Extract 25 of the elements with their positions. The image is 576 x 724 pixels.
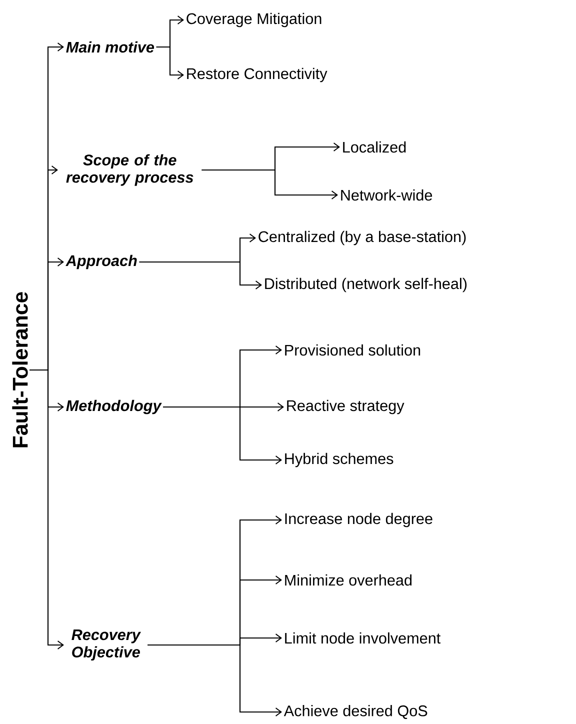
- leaf-label: Centralized (by a base-station): [258, 230, 466, 246]
- leaf-label: Hybrid schemes: [285, 452, 394, 468]
- arrow: [30, 369, 64, 650]
- leaf-label: Localized: [343, 141, 406, 153]
- leaf-label: Network-wide: [341, 189, 432, 201]
- leaf-label: Limit node involvement: [285, 632, 441, 644]
- category-label: Scope of the recovery process: [66, 154, 194, 186]
- root-label: Fault-Tolerance: [12, 292, 28, 448]
- leaf-label: Achieve desired QoS: [284, 705, 428, 720]
- arrow: [148, 644, 282, 716]
- arrow: [202, 169, 338, 200]
- arrow: [156, 46, 184, 80]
- leaf-label: Restore Connectivity: [187, 68, 328, 82]
- leaf-label: Minimize overhead: [285, 574, 412, 586]
- category-label: Approach: [66, 254, 137, 270]
- arrow: [139, 261, 262, 290]
- leaf-label: Reactive strategy: [287, 400, 404, 414]
- leaf-label: Distributed (network self-heal): [265, 278, 467, 292]
- category-label: Recovery Objective: [72, 629, 141, 661]
- leaf-label: Increase node degree: [285, 512, 432, 528]
- leaf-label: Coverage Mitigation: [186, 12, 322, 28]
- leaf-label: Provisioned solution: [285, 344, 420, 356]
- arrow: [163, 406, 282, 464]
- category-label: Main motive: [66, 41, 154, 53]
- category-label: Methodology: [66, 400, 162, 414]
